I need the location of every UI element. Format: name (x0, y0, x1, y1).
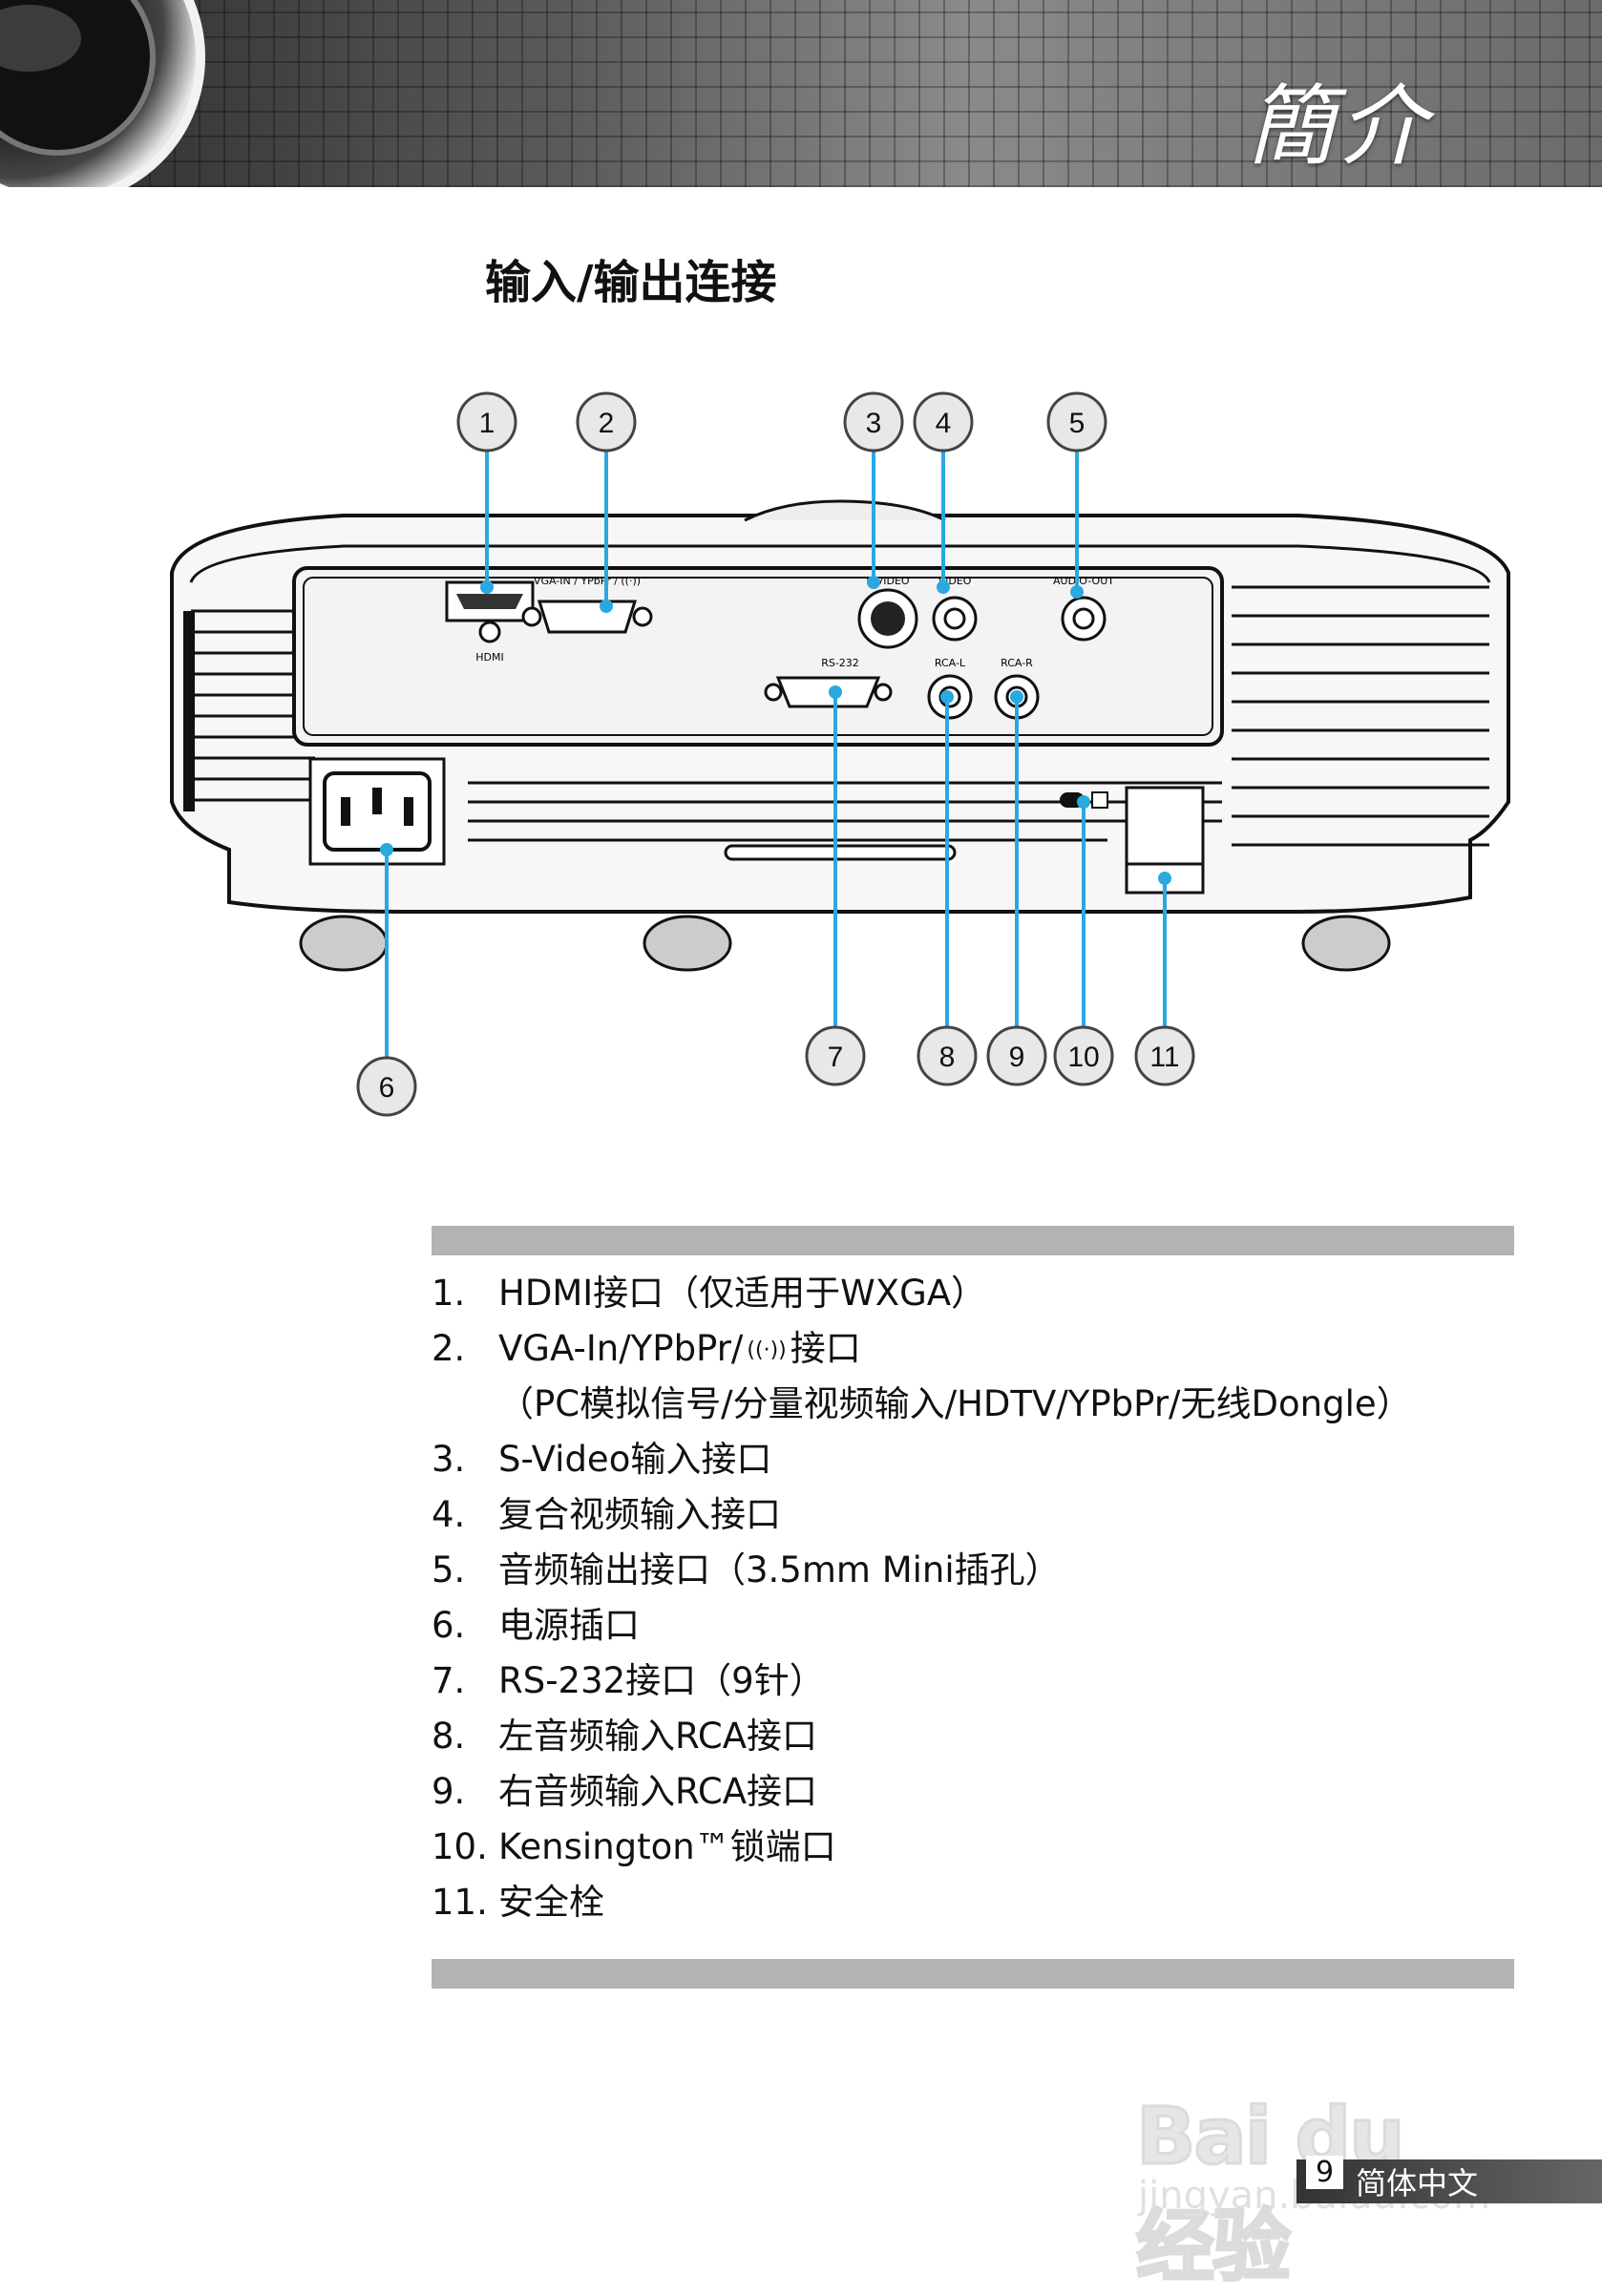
banner-title: 簡介 (1246, 75, 1430, 178)
callout-3: 3 (866, 408, 882, 439)
section-heading: 输入/输出连接 (485, 256, 777, 309)
item-text: RS-232接口（9针） (498, 1660, 825, 1701)
footer-language: 简体中文 (1356, 2165, 1479, 2201)
callout-10: 10 (1067, 1042, 1099, 1073)
item-number: 5. (432, 1549, 466, 1590)
callout-8: 8 (939, 1042, 956, 1073)
list-item: 8. 左音频输入RCA接口 (432, 1709, 1577, 1764)
audio-out-label: AUDIO-OUT (1053, 575, 1114, 587)
callout-9: 9 (1009, 1042, 1025, 1073)
footer-bar (1296, 2159, 1602, 2203)
callout-6: 6 (379, 1072, 395, 1104)
callout-2: 2 (599, 408, 615, 439)
list-item: 7. RS-232接口（9针） (432, 1654, 1577, 1709)
lens-graphic (0, 0, 205, 187)
page-number: 9 (1306, 2156, 1344, 2189)
list-item: 3. S-Video输入接口 (432, 1432, 1577, 1487)
item-number: 8. (432, 1716, 466, 1757)
list-item: 11.安全栓 (432, 1875, 1577, 1930)
item-text: 接口 (790, 1328, 861, 1369)
item-number: 1. (432, 1273, 466, 1314)
item-text: HDMI接口（仅适用于WXGA） (498, 1273, 987, 1314)
list-item: （PC模拟信号/分量视频输入/HDTV/YPbPr/无线Dongle） (432, 1377, 1577, 1432)
header-banner: 簡介 (0, 0, 1602, 187)
rca-r-label: RCA-R (1001, 657, 1033, 669)
wireless-icon: ((·)) (747, 1338, 787, 1362)
item-number: 11. (432, 1882, 488, 1923)
item-text: 复合视频输入接口 (498, 1494, 781, 1535)
list-item: 6. 电源插口 (432, 1598, 1577, 1654)
callout-11: 11 (1149, 1042, 1179, 1073)
item-text: （PC模拟信号/分量视频输入/HDTV/YPbPr/无线Dongle） (498, 1383, 1412, 1424)
projector-rear-diagram: HDMI VGA-IN / YPbPr / ((·)) S-VIDEO VIDE… (153, 382, 1528, 1146)
list-item: 9. 右音频输入RCA接口 (432, 1764, 1577, 1820)
list-item: 2. VGA-In/YPbPr/((·))接口 (432, 1321, 1577, 1377)
callout-4: 4 (936, 408, 952, 439)
item-text: 电源插口 (498, 1605, 640, 1646)
list-item: 4. 复合视频输入接口 (432, 1487, 1577, 1543)
callout-5: 5 (1069, 408, 1086, 439)
item-text: 安全栓 (498, 1882, 604, 1923)
item-number: 3. (432, 1439, 466, 1480)
callout-7: 7 (828, 1042, 844, 1073)
list-item: 1. HDMI接口（仅适用于WXGA） (432, 1266, 1577, 1321)
item-number: 4. (432, 1494, 466, 1535)
list-item: 5. 音频输出接口（3.5mm Mini插孔） (432, 1543, 1577, 1598)
divider-bottom (432, 1959, 1514, 1989)
rs232-label: RS-232 (821, 657, 859, 669)
divider-top (432, 1226, 1514, 1255)
item-number: 2. (432, 1328, 466, 1369)
item-text: VGA-In/YPbPr/ (498, 1328, 744, 1369)
item-text: S-Video输入接口 (498, 1439, 772, 1480)
item-text: Kensington™锁端口 (498, 1826, 836, 1867)
item-number: 9. (432, 1771, 466, 1812)
rca-l-label: RCA-L (935, 657, 966, 669)
item-number: 6. (432, 1605, 466, 1646)
callout-1: 1 (479, 408, 495, 439)
vga-label: VGA-IN / YPbPr / ((·)) (534, 575, 641, 587)
item-text: 右音频输入RCA接口 (498, 1771, 818, 1812)
item-number: 10. (432, 1826, 488, 1867)
list-item: 10.Kensington™锁端口 (432, 1820, 1577, 1875)
item-text: 左音频输入RCA接口 (498, 1716, 818, 1757)
item-number: 7. (432, 1660, 466, 1701)
connection-list: 1. HDMI接口（仅适用于WXGA） 2. VGA-In/YPbPr/((·))接… (432, 1266, 1577, 1930)
item-text: 音频输出接口（3.5mm Mini插孔） (498, 1549, 1061, 1590)
hdmi-label: HDMI (475, 651, 503, 664)
